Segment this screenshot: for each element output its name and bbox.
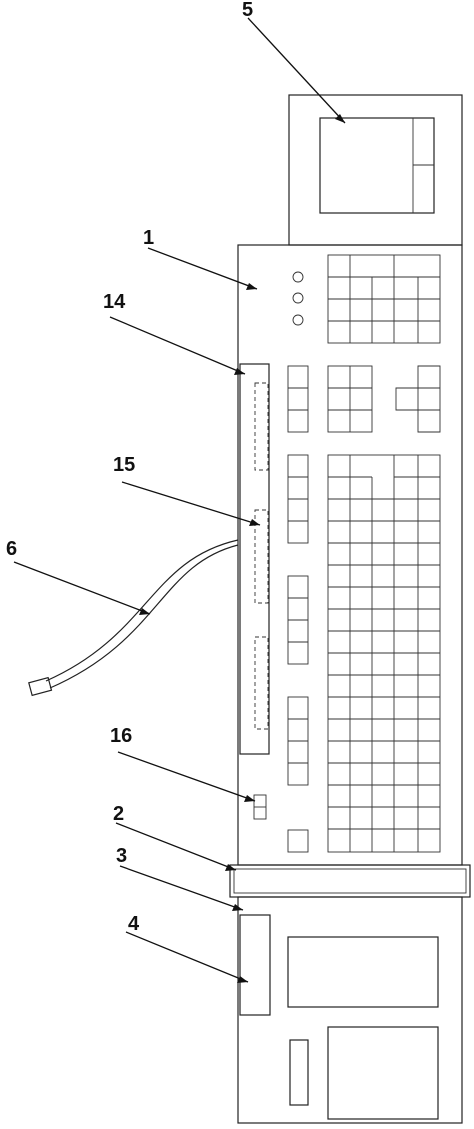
label-6: 6 (6, 538, 17, 560)
leader-2 (115, 822, 237, 871)
leader-5 (247, 17, 346, 124)
label-5: 5 (242, 0, 253, 21)
leader-15 (121, 481, 261, 526)
leader-4 (125, 931, 249, 983)
label-2: 2 (113, 803, 124, 825)
screen-unit (288, 94, 463, 246)
leader-14 (109, 316, 246, 375)
cable (28, 539, 239, 697)
label-1: 1 (143, 227, 154, 249)
key-grid-navigation (287, 365, 441, 433)
lower-unit (237, 896, 463, 1124)
side-strip (239, 363, 270, 755)
reference-labels: 5 1 14 15 6 16 2 3 4 (6, 0, 346, 983)
label-4: 4 (128, 913, 140, 935)
key-grid-top (327, 254, 441, 344)
leader-3 (119, 865, 244, 911)
label-3: 3 (116, 845, 127, 867)
leader-6 (13, 561, 151, 615)
label-14: 14 (103, 291, 126, 313)
function-keys (287, 454, 309, 853)
key-grid-main (327, 454, 441, 853)
label-15: 15 (113, 454, 135, 476)
leader-16 (117, 751, 256, 802)
indicator-lights (292, 271, 304, 326)
label-16: 16 (110, 725, 132, 747)
hinge-bar (229, 864, 471, 898)
leader-1 (147, 247, 258, 290)
switch (253, 794, 267, 820)
